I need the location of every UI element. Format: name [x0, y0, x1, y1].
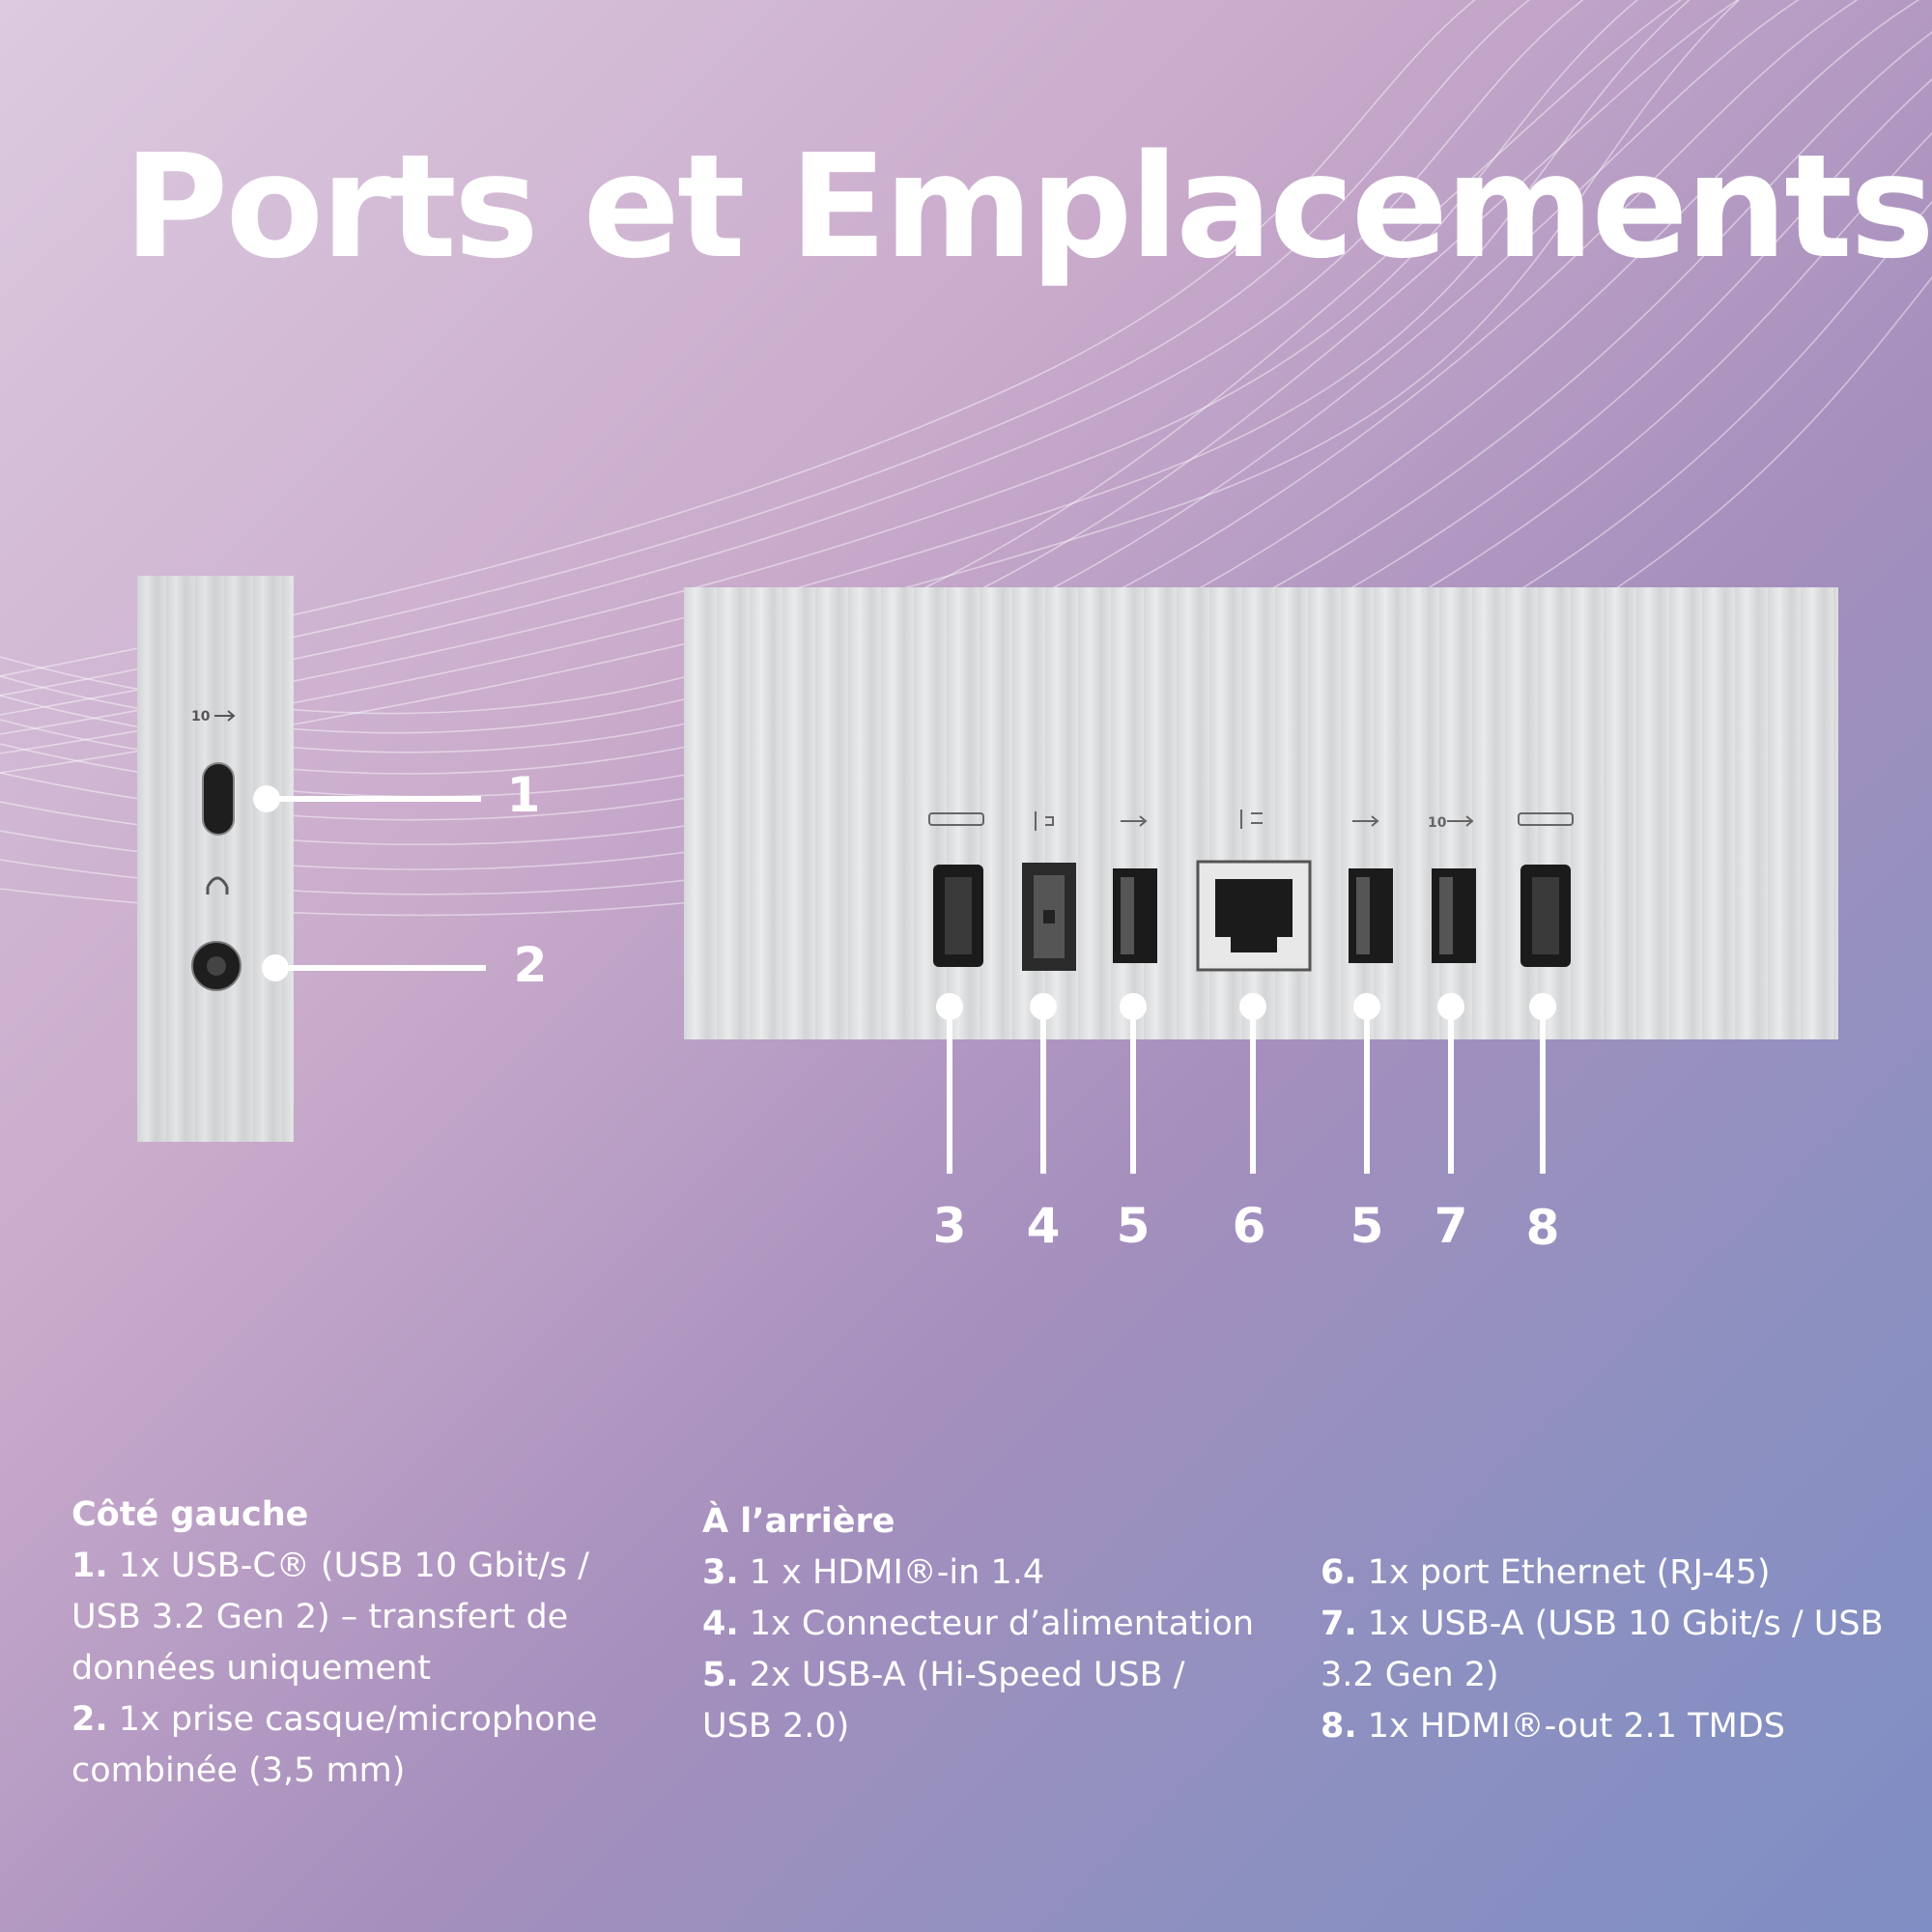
callout-number-7: 7	[1434, 1198, 1468, 1254]
hdmi-out-port	[1520, 865, 1571, 967]
list-item: 7. 1x USB-A (USB 10 Gbit/s / USB 3.2 Gen…	[1321, 1605, 1884, 1694]
rear-column: À l’arrière 3. 1 x HDMI®-in 1.4 4. 1x Co…	[702, 1496, 1263, 1752]
list-item: 8. 1x HDMI®-out 2.1 TMDS	[1321, 1707, 1785, 1746]
left-side-column: Côté gauche 1. 1x USB-C® (USB 10 Gbit/s …	[71, 1490, 612, 1797]
callout-number-5b: 5	[1350, 1198, 1384, 1254]
svg-text:10: 10	[191, 709, 211, 724]
rear-column-continued: 6. 1x port Ethernet (RJ-45) 7. 1x USB-A …	[1321, 1548, 1910, 1752]
page-title: Ports et Emplacements	[124, 124, 1932, 290]
callout-number-3: 3	[932, 1198, 967, 1254]
rear-heading: À l’arrière	[702, 1502, 895, 1541]
callout-number-5a: 5	[1116, 1198, 1151, 1254]
usb-label-icon	[1121, 815, 1148, 827]
list-item: 2. 1x prise casque/microphone combinée (…	[71, 1700, 598, 1790]
usb-10-label-icon-rear	[1447, 815, 1474, 827]
hdmi-in-port	[933, 865, 983, 967]
ethernet-port	[1196, 860, 1312, 972]
usb-10-label-icon: 10	[191, 709, 236, 724]
usb-label-icon-2	[1352, 815, 1379, 827]
power-connector-port	[1022, 863, 1076, 971]
list-item: 3. 1 x HDMI®-in 1.4	[702, 1553, 1045, 1592]
power-label-icon	[1035, 811, 1054, 831]
left-side-heading: Côté gauche	[71, 1495, 309, 1534]
device-side-view	[137, 576, 294, 1142]
callout-number-2: 2	[513, 937, 548, 993]
svg-text:10: 10	[1428, 815, 1447, 831]
headphone-icon	[206, 876, 229, 895]
hdmi-in-label-icon	[928, 812, 984, 826]
list-item: 6. 1x port Ethernet (RJ-45)	[1321, 1553, 1771, 1592]
callout-number-8: 8	[1525, 1200, 1560, 1256]
ethernet-label-icon	[1240, 810, 1263, 829]
usb-a-10gbps-port	[1432, 868, 1476, 963]
callout-number-6: 6	[1232, 1198, 1266, 1254]
list-item: 4. 1x Connecteur d’alimentation	[702, 1605, 1255, 1643]
list-item: 5. 2x USB-A (Hi-Speed USB / USB 2.0)	[702, 1656, 1185, 1746]
callout-number-4: 4	[1026, 1198, 1061, 1254]
list-item: 1. 1x USB-C® (USB 10 Gbit/s / USB 3.2 Ge…	[71, 1547, 589, 1688]
usb-c-port	[202, 762, 235, 836]
usb-a-port-2	[1349, 868, 1393, 963]
hdmi-out-label-icon	[1518, 812, 1574, 826]
usb-a-port-1	[1113, 868, 1157, 963]
callout-number-1: 1	[506, 767, 541, 823]
